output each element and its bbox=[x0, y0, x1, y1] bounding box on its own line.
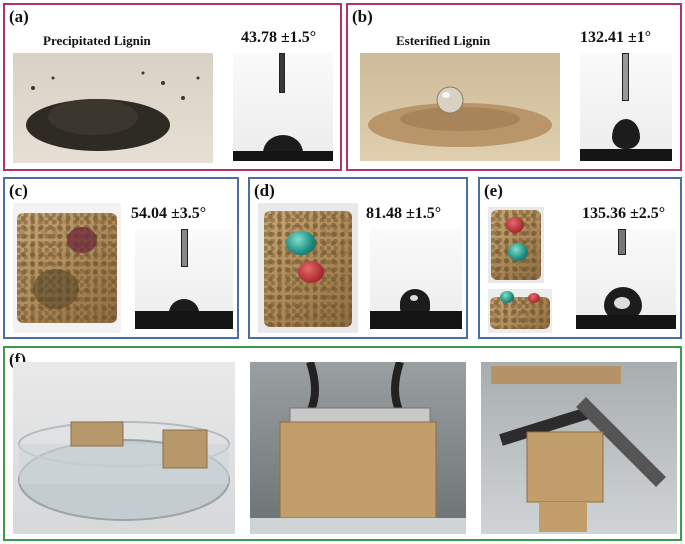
panel-d-substrate bbox=[370, 311, 462, 329]
panel-e-contact-angle: 135.36 ±2.5° bbox=[582, 205, 666, 222]
panel-a-substrate bbox=[233, 151, 333, 161]
panel-b-drop-profile bbox=[580, 53, 672, 161]
panel-e-side-red-droplet bbox=[528, 293, 540, 303]
panel-a-droplet bbox=[263, 135, 303, 153]
panel-e-side-green-droplet bbox=[500, 291, 514, 303]
panel-d-tag: (d) bbox=[254, 181, 275, 200]
panel-b: (b) Esterified Lignin 132.41 ±1° bbox=[346, 3, 682, 171]
precipitated-lignin-photo bbox=[13, 53, 213, 163]
panel-c-wet-stain bbox=[33, 269, 79, 309]
panel-e-sponge-side-photo bbox=[488, 289, 552, 333]
panel-f-tweezers-sponge-photo bbox=[481, 362, 677, 534]
panel-c-sponge-photo bbox=[13, 203, 121, 333]
panel-c-droplet bbox=[169, 299, 199, 313]
panel-c-contact-angle: 54.04 ±3.5° bbox=[131, 205, 207, 222]
esterified-lignin-photo bbox=[360, 53, 560, 161]
panel-a-tag: (a) bbox=[9, 7, 29, 26]
panel-b-needle bbox=[622, 53, 629, 101]
precipitated-lignin-label: Precipitated Lignin bbox=[43, 33, 151, 48]
panel-b-droplet bbox=[612, 119, 640, 149]
panel-c-needle bbox=[181, 229, 188, 267]
panel-a-drop-profile bbox=[233, 53, 333, 161]
panel-c-drop-profile bbox=[135, 229, 233, 329]
panel-d-red-droplet bbox=[298, 261, 324, 283]
panel-a-needle bbox=[279, 53, 285, 93]
panel-d-droplet-highlight bbox=[410, 295, 418, 301]
compressed-sponge-graphic bbox=[250, 362, 466, 534]
panel-e-substrate bbox=[576, 315, 676, 329]
panel-c: (c) 54.04 ±3.5° bbox=[3, 177, 239, 339]
panel-c-tag: (c) bbox=[9, 181, 28, 200]
panel-b-contact-angle: 132.41 ±1° bbox=[580, 29, 652, 46]
panel-e-green-droplet bbox=[508, 243, 528, 261]
esterified-pile-graphic bbox=[368, 86, 552, 147]
panel-e-tag: (e) bbox=[484, 181, 503, 200]
panel-f: (f) bbox=[3, 346, 682, 541]
esterified-lignin-label: Esterified Lignin bbox=[396, 33, 491, 48]
panel-d-droplet bbox=[400, 289, 430, 313]
panel-a: (a) Precipitated Lignin 43.78 ±1.5° bbox=[3, 3, 342, 171]
panel-d-sponge-photo bbox=[258, 203, 358, 333]
panel-e-needle bbox=[618, 229, 626, 255]
panel-b-tag: (b) bbox=[352, 7, 373, 26]
panel-e-drop-profile bbox=[576, 229, 676, 329]
panel-e: (e) 135.36 ±2.5° bbox=[478, 177, 682, 339]
panel-c-substrate bbox=[135, 311, 233, 329]
panel-e-sponge-side bbox=[490, 297, 550, 329]
petri-dish-graphic bbox=[18, 421, 230, 521]
tweezers-sponge-graphic bbox=[491, 366, 666, 532]
panel-f-petri-dish-photo bbox=[13, 362, 235, 534]
panel-d: (d) 81.48 ±1.5° bbox=[248, 177, 468, 339]
lignin-pile-graphic bbox=[26, 71, 200, 151]
panel-e-red-droplet bbox=[506, 217, 524, 233]
panel-d-drop-profile bbox=[370, 229, 462, 329]
panel-d-green-droplet bbox=[286, 231, 316, 255]
panel-e-droplet-highlight bbox=[614, 297, 630, 309]
panel-c-dye-stain bbox=[67, 227, 97, 253]
panel-b-substrate bbox=[580, 149, 672, 161]
panel-f-compressed-sponge-photo bbox=[250, 362, 466, 534]
panel-e-sponge-top-photo bbox=[488, 207, 544, 283]
panel-d-contact-angle: 81.48 ±1.5° bbox=[366, 205, 442, 222]
panel-a-contact-angle: 43.78 ±1.5° bbox=[241, 29, 317, 46]
